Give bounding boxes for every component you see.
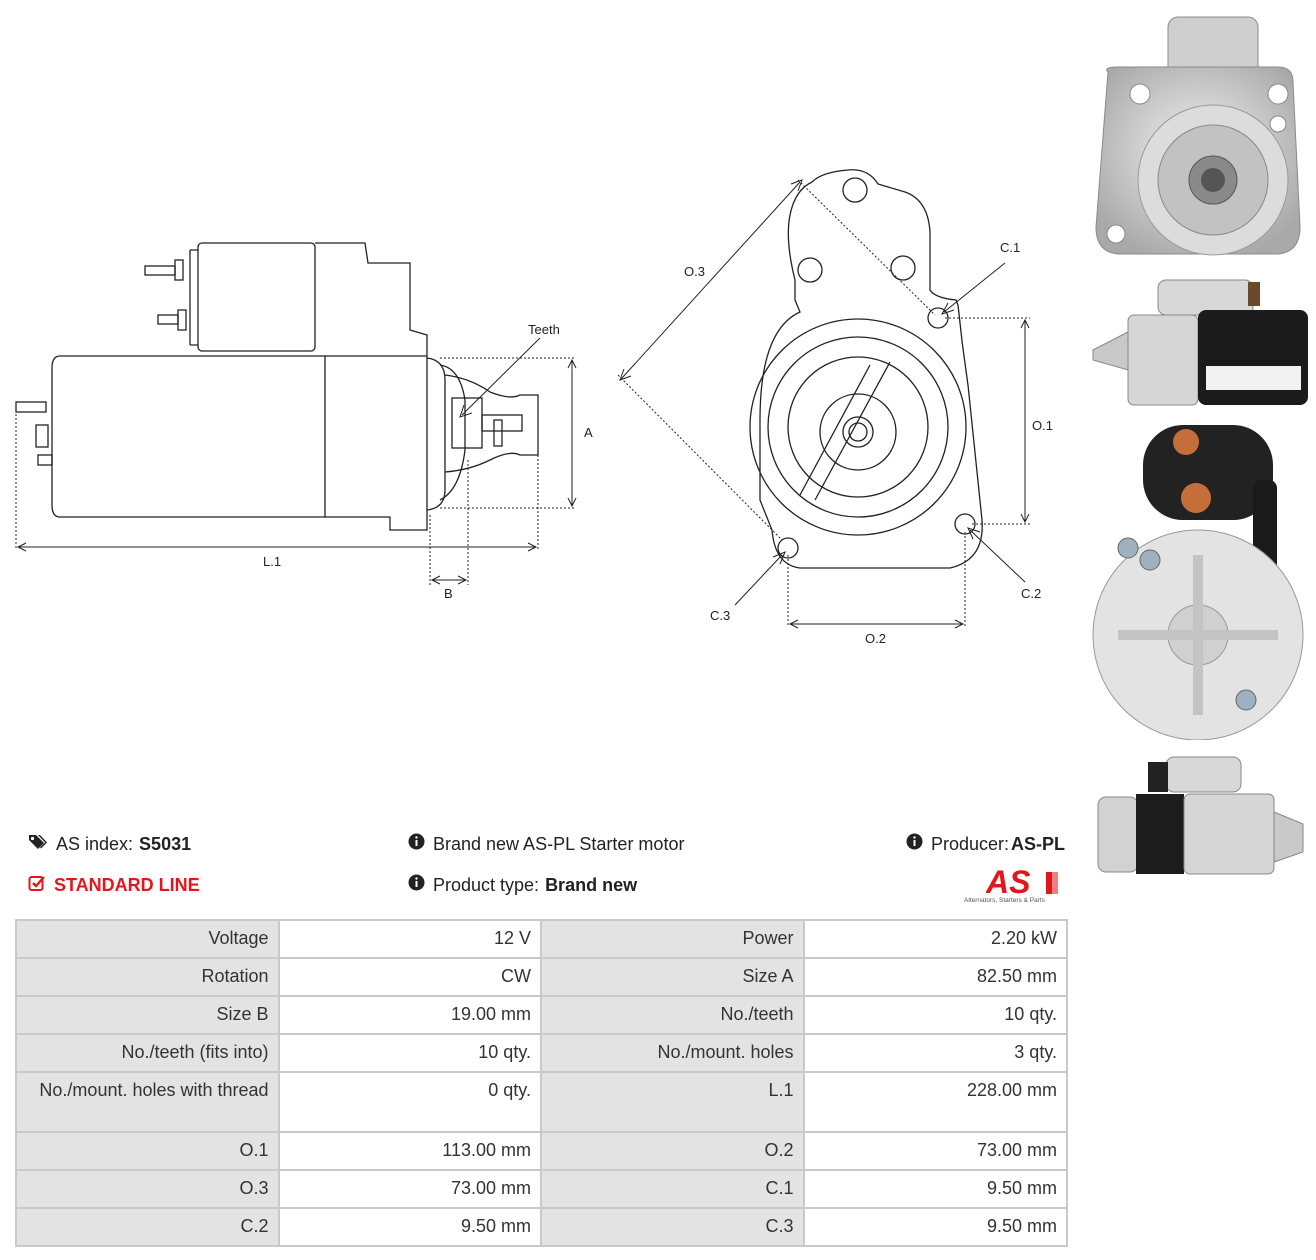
spec-value: 113.00 mm xyxy=(277,1131,542,1171)
label-teeth: Teeth xyxy=(528,322,560,337)
drawings-svg: Teeth A L.1 B O.3 C.1 O.1 C.2 C.3 O.2 xyxy=(15,169,1053,646)
as-index-row: AS index: S5031 xyxy=(28,833,191,856)
as-index-label: AS index: xyxy=(56,834,134,854)
photo-rear-view xyxy=(1088,420,1310,745)
technical-drawings: Teeth A L.1 B O.3 C.1 O.1 C.2 C.3 O.2 xyxy=(0,0,1080,665)
spec-label: No./mount. holes with thread xyxy=(15,1071,280,1133)
producer-value: AS-PL xyxy=(1011,833,1066,854)
producer-label: Producer: xyxy=(931,833,1010,854)
photo-front-view xyxy=(1088,12,1308,267)
table-row: No./teeth (fits into)10 qty.No./mount. h… xyxy=(15,1033,1069,1073)
label-c3: C.3 xyxy=(710,608,730,623)
spec-label: C.3 xyxy=(539,1207,805,1247)
producer-row: Producer: AS-PL xyxy=(906,833,1065,855)
motor-body xyxy=(51,355,326,518)
spec-label: No./mount. holes xyxy=(539,1033,805,1073)
spec-label: Rotation xyxy=(15,957,280,997)
description-row: Brand new AS-PL Starter motor xyxy=(408,833,684,855)
spec-value: 0 qty. xyxy=(277,1071,542,1133)
spec-label: O.1 xyxy=(15,1131,280,1171)
spec-label: O.3 xyxy=(15,1169,280,1209)
as-pl-logo: AS Alternators, Starters & Parts xyxy=(964,866,1070,908)
spec-label: Voltage xyxy=(15,919,280,959)
info-circle-icon xyxy=(408,833,425,855)
check-square-icon xyxy=(28,874,46,897)
label-a: A xyxy=(584,425,593,440)
description-text: Brand new AS-PL Starter motor xyxy=(433,833,685,854)
spec-label: O.2 xyxy=(539,1131,805,1171)
info-circle-icon xyxy=(408,874,425,896)
spec-label: Size A xyxy=(539,957,805,997)
spec-value: 82.50 mm xyxy=(802,957,1069,997)
product-type-value: Brand new xyxy=(545,874,638,895)
standard-line-label: STANDARD LINE xyxy=(54,875,200,895)
info-circle-icon xyxy=(906,833,923,855)
spec-value: 9.50 mm xyxy=(277,1207,542,1247)
spec-label: Power xyxy=(539,919,805,959)
spec-value: 228.00 mm xyxy=(802,1071,1069,1133)
spec-value: CW xyxy=(277,957,542,997)
spec-value: 10 qty. xyxy=(277,1033,542,1073)
logo-tagline: Alternators, Starters & Parts xyxy=(964,897,1045,904)
spec-value: 73.00 mm xyxy=(277,1169,542,1209)
tags-icon xyxy=(28,833,48,856)
spec-value: 3 qty. xyxy=(802,1033,1069,1073)
label-l1: L.1 xyxy=(263,554,281,569)
label-b: B xyxy=(444,586,453,601)
spec-value: 2.20 kW xyxy=(802,919,1069,959)
spec-label: Size B xyxy=(15,995,280,1035)
svg-text:AS: AS xyxy=(986,866,1031,896)
label-c1: C.1 xyxy=(1000,240,1020,255)
spec-label: C.1 xyxy=(539,1169,805,1209)
label-c2: C.2 xyxy=(1021,586,1041,601)
spec-value: 9.50 mm xyxy=(802,1169,1069,1209)
label-o1: O.1 xyxy=(1032,418,1053,433)
solenoid xyxy=(197,242,316,352)
photo-side-view xyxy=(1088,270,1310,415)
spec-value: 9.50 mm xyxy=(802,1207,1069,1247)
spec-value: 10 qty. xyxy=(802,995,1069,1035)
product-type-label: Product type: xyxy=(433,874,540,895)
spec-value: 12 V xyxy=(277,919,542,959)
as-index-value: S5031 xyxy=(139,834,192,854)
spec-value: 19.00 mm xyxy=(277,995,542,1035)
label-o3: O.3 xyxy=(684,264,705,279)
spec-label: No./teeth (fits into) xyxy=(15,1033,280,1073)
label-o2: O.2 xyxy=(865,631,886,646)
flange-outline xyxy=(759,169,983,569)
spec-label: L.1 xyxy=(539,1071,805,1133)
spec-label: C.2 xyxy=(15,1207,280,1247)
photo-side-view-2 xyxy=(1088,752,1310,882)
standard-line-row: STANDARD LINE xyxy=(28,874,200,897)
product-type-row: Product type: Brand new xyxy=(408,874,637,896)
spec-value: 73.00 mm xyxy=(802,1131,1069,1171)
spec-label: No./teeth xyxy=(539,995,805,1035)
